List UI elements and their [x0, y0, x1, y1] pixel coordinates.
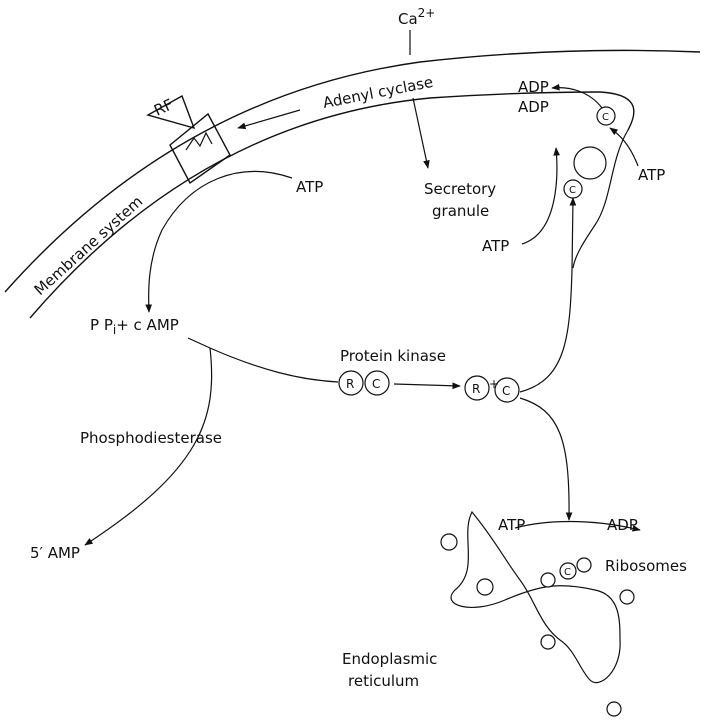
kinase-r-symbol: R [346, 377, 354, 391]
kinase-c-symbol: C [372, 377, 380, 391]
ribosome-1 [441, 534, 457, 550]
five-amp-label: 5′ AMP [30, 544, 80, 562]
c-to-granule-line [520, 198, 573, 392]
protein-kinase-label: Protein kinase [340, 347, 446, 365]
ribosome-6 [541, 635, 555, 649]
atp-right-arrow [610, 128, 638, 166]
ribosomes-label: Ribosomes [605, 557, 687, 575]
atp-right-label: ATP [638, 166, 665, 184]
membrane-system-label: Membrane system [31, 192, 147, 299]
c-to-er-line [520, 398, 569, 520]
ribosome-4 [477, 579, 493, 595]
phosphodiesterase-label: Phosphodiesterase [80, 429, 222, 447]
ribosome-5 [620, 590, 634, 604]
er-c-symbol: C [564, 567, 571, 578]
kinase-dissociation-arrow [394, 384, 460, 386]
er-label-2: reticulum [348, 672, 419, 690]
camp-bracket [188, 338, 210, 348]
membrane-inner-line [30, 92, 600, 318]
calcium-to-granule-arrow [413, 98, 428, 168]
free-c-symbol: C [502, 384, 510, 398]
cyclase-arrow [238, 110, 300, 128]
top-c-to-adp-arrow [552, 88, 602, 108]
ppi-camp-label: P Pi+ c AMP [90, 316, 179, 337]
secretory-label-1: Secretory [424, 180, 496, 198]
atp-granule-label: ATP [482, 237, 509, 255]
atp-to-camp-arrow [149, 171, 292, 312]
granule-c-symbol: C [569, 185, 576, 196]
adp-top-label-2: ADP [518, 98, 549, 116]
adp-er-label: ADP [607, 516, 638, 534]
granule-large-circle [574, 147, 606, 179]
camp-to-kinase-line [210, 348, 338, 382]
free-r-symbol: R [472, 382, 480, 396]
calcium-label: Ca2+ [398, 6, 435, 28]
secretory-label-2: granule [432, 202, 489, 220]
ribosome-7 [607, 702, 621, 716]
atp-membrane-label: ATP [296, 178, 323, 196]
free-plus-symbol: + [489, 377, 499, 391]
er-outline [451, 512, 620, 683]
receptor-w-shape [186, 133, 212, 150]
ribosome-2 [541, 573, 555, 587]
atp-granule-arrow [522, 148, 557, 244]
ribosome-3 [577, 558, 591, 572]
adp-top-label-1: ADP [518, 78, 549, 96]
top-c-symbol: C [602, 112, 609, 123]
atp-er-label: ATP [498, 516, 525, 534]
er-label-1: Endoplasmic [342, 650, 437, 668]
receptor-rf-label: RF [151, 95, 176, 119]
